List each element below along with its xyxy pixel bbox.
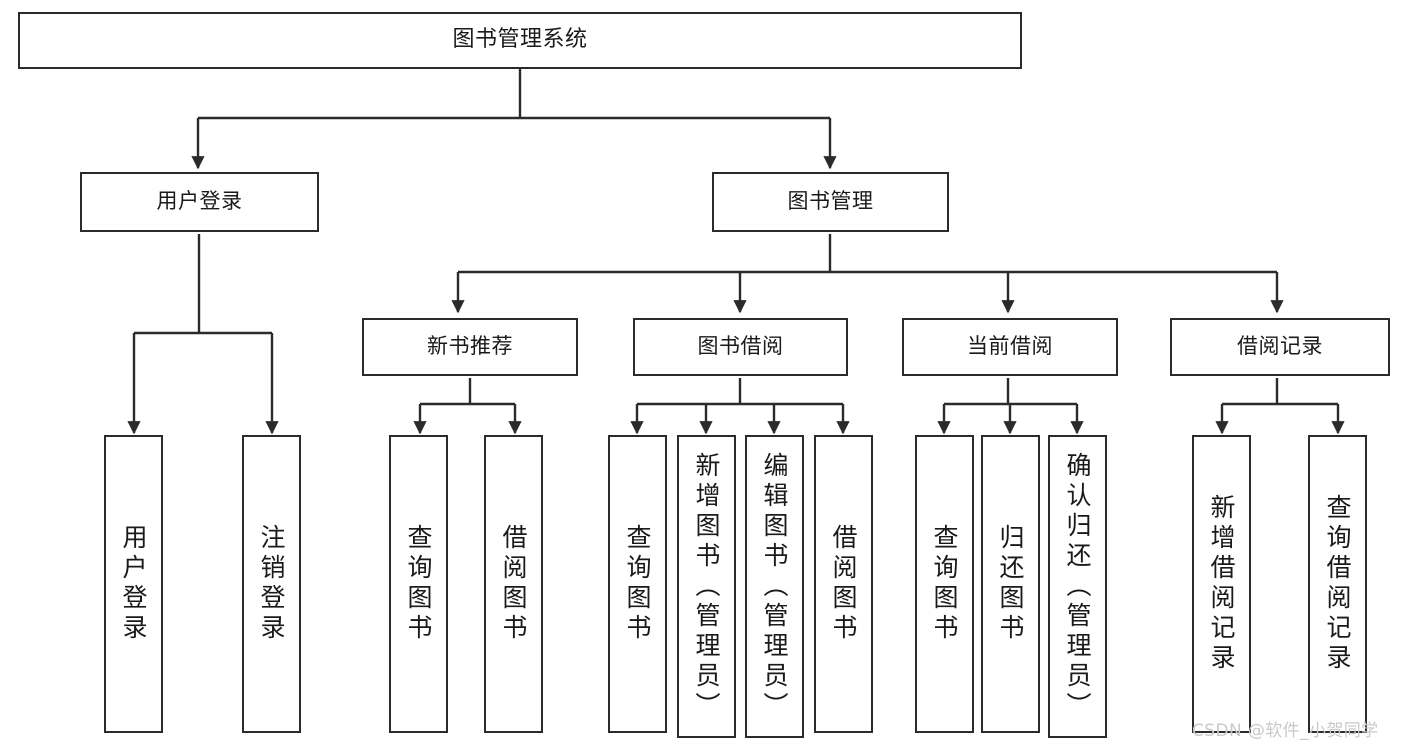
node-borrow-records[interactable]: 借阅记录	[1170, 318, 1390, 376]
leaf-return-book-label: 归还图书	[996, 524, 1025, 644]
leaf-query-book-borrow[interactable]: 查询图书	[608, 435, 667, 733]
leaf-borrow-book-borrow-label: 借阅图书	[829, 524, 858, 644]
leaf-borrow-book-recommend-label: 借阅图书	[499, 524, 528, 644]
leaf-query-borrow-record-label: 查询借阅记录	[1323, 494, 1352, 674]
leaf-query-book-recommend-label: 查询图书	[404, 524, 433, 644]
leaf-user-login-label: 用户登录	[119, 524, 148, 644]
node-book-management-label: 图书管理	[787, 189, 874, 214]
leaf-confirm-return-admin-label: 确认归还（管理员）	[1063, 451, 1092, 722]
leaf-query-book-borrow-label: 查询图书	[623, 524, 652, 644]
leaf-query-book-current-label: 查询图书	[930, 524, 959, 644]
leaf-user-login[interactable]: 用户登录	[104, 435, 163, 733]
node-root-system[interactable]: 图书管理系统	[18, 12, 1022, 69]
leaf-add-book-admin-label: 新增图书（管理员）	[692, 451, 721, 722]
leaf-add-borrow-record-label: 新增借阅记录	[1207, 494, 1236, 674]
node-current-borrow-label: 当前借阅	[967, 334, 1053, 359]
node-book-management[interactable]: 图书管理	[712, 172, 949, 232]
node-root-system-label: 图书管理系统	[452, 27, 588, 53]
node-new-book-recommend[interactable]: 新书推荐	[362, 318, 578, 376]
leaf-query-book-recommend[interactable]: 查询图书	[389, 435, 448, 733]
node-borrow-records-label: 借阅记录	[1237, 334, 1323, 359]
node-book-borrow[interactable]: 图书借阅	[633, 318, 848, 376]
leaf-add-book-admin[interactable]: 新增图书（管理员）	[677, 435, 736, 738]
leaf-query-borrow-record[interactable]: 查询借阅记录	[1308, 435, 1367, 733]
leaf-logout[interactable]: 注销登录	[242, 435, 301, 733]
node-current-borrow[interactable]: 当前借阅	[902, 318, 1118, 376]
leaf-edit-book-admin-label: 编辑图书（管理员）	[760, 451, 789, 722]
leaf-borrow-book-recommend[interactable]: 借阅图书	[484, 435, 543, 733]
node-user-login-label: 用户登录	[156, 189, 243, 214]
leaf-confirm-return-admin[interactable]: 确认归还（管理员）	[1048, 435, 1107, 738]
node-book-borrow-label: 图书借阅	[697, 334, 784, 359]
leaf-return-book[interactable]: 归还图书	[981, 435, 1040, 733]
node-new-book-recommend-label: 新书推荐	[427, 334, 513, 359]
leaf-edit-book-admin[interactable]: 编辑图书（管理员）	[745, 435, 804, 738]
leaf-query-book-current[interactable]: 查询图书	[915, 435, 974, 733]
leaf-add-borrow-record[interactable]: 新增借阅记录	[1192, 435, 1251, 733]
node-user-login[interactable]: 用户登录	[80, 172, 319, 232]
leaf-borrow-book-borrow[interactable]: 借阅图书	[814, 435, 873, 733]
leaf-logout-label: 注销登录	[257, 524, 286, 644]
